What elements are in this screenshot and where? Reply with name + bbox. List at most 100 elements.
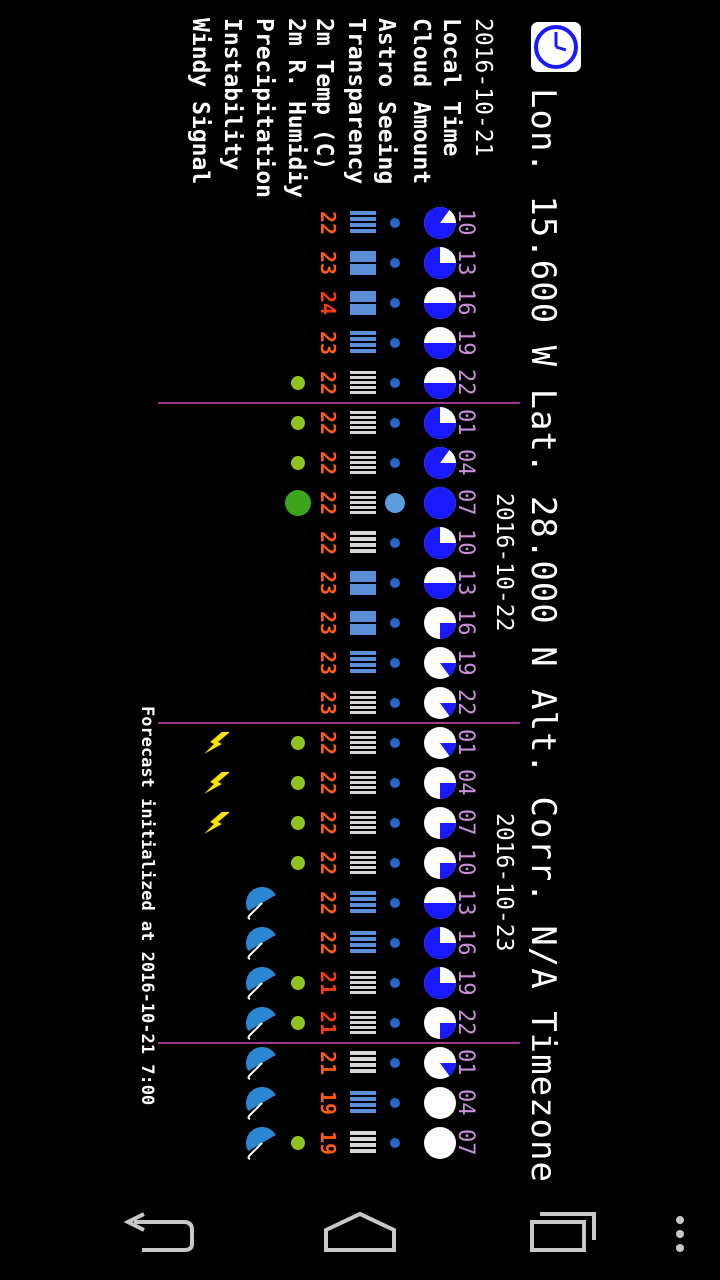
row-label-windy-signal: Windy Signal bbox=[187, 18, 213, 185]
transparency-bars bbox=[350, 491, 376, 515]
row-label-precipitation: Precipitation bbox=[251, 18, 277, 199]
transparency-bar bbox=[350, 264, 376, 275]
transparency-bar bbox=[350, 376, 376, 379]
cloud-amount-pie bbox=[424, 407, 456, 439]
temperature-cell: 22 bbox=[316, 451, 340, 476]
temperature-cell: 24 bbox=[316, 291, 340, 316]
temperature-cell: 22 bbox=[316, 771, 340, 796]
cloud-amount-pie bbox=[424, 327, 456, 359]
humidity-dot bbox=[291, 856, 305, 870]
transparency-bar bbox=[350, 501, 376, 504]
transparency-bars bbox=[350, 371, 376, 395]
transparency-bar bbox=[350, 741, 376, 744]
transparency-bar bbox=[350, 981, 376, 984]
cloud-amount-pie bbox=[424, 367, 456, 399]
temperature-cell: 21 bbox=[316, 1051, 340, 1076]
lightning-bolt-icon bbox=[204, 772, 230, 794]
transparency-bar bbox=[350, 381, 376, 384]
transparency-bars bbox=[350, 451, 376, 475]
transparency-bar bbox=[350, 943, 376, 947]
transparency-bars bbox=[350, 691, 376, 715]
temperature-cell: 23 bbox=[316, 691, 340, 716]
transparency-bar bbox=[350, 949, 376, 953]
temperature-cell: 22 bbox=[316, 931, 340, 956]
cloud-amount-pie bbox=[424, 807, 456, 839]
cloud-amount-pie bbox=[424, 247, 456, 279]
transparency-bar bbox=[350, 1057, 376, 1061]
humidity-dot bbox=[291, 1016, 305, 1030]
transparency-bar bbox=[350, 1051, 376, 1055]
cloud-amount-pie bbox=[424, 927, 456, 959]
humidity-dot bbox=[291, 376, 305, 390]
transparency-bar bbox=[350, 343, 376, 347]
cloud-amount-pie bbox=[424, 1087, 456, 1119]
transparency-bar bbox=[350, 331, 376, 335]
astro-seeing-dot bbox=[390, 1018, 400, 1028]
row-label-humidity: 2m R. Humidiy bbox=[283, 18, 309, 199]
temperature-cell: 22 bbox=[316, 891, 340, 916]
cloud-amount-pie bbox=[424, 447, 456, 479]
forecast-note: Forecast initialized at 2016-10-21 7:00 bbox=[137, 706, 157, 1106]
transparency-bar bbox=[350, 1021, 376, 1024]
row-label-transparency: Transparency bbox=[343, 18, 369, 185]
transparency-bar bbox=[350, 496, 376, 499]
back-arrow-icon[interactable] bbox=[108, 1194, 208, 1264]
temperature-cell: 23 bbox=[316, 571, 340, 596]
transparency-bars bbox=[350, 851, 376, 875]
cloud-amount-pie bbox=[424, 687, 456, 719]
day-date-label: 2016-10-23 bbox=[491, 813, 517, 952]
transparency-bars bbox=[350, 731, 376, 755]
transparency-bar bbox=[350, 781, 376, 784]
transparency-bar bbox=[350, 786, 376, 789]
system-nav-bar bbox=[0, 1180, 720, 1280]
transparency-bars bbox=[350, 891, 376, 915]
first-date-label: 2016-10-21 bbox=[470, 18, 496, 157]
astro-seeing-dot bbox=[390, 778, 400, 788]
transparency-bar bbox=[350, 991, 376, 994]
transparency-bar bbox=[350, 866, 376, 869]
transparency-bars bbox=[350, 611, 376, 635]
transparency-bars bbox=[350, 1011, 376, 1035]
transparency-bar bbox=[350, 651, 376, 655]
transparency-bar bbox=[350, 976, 376, 979]
temperature-cell: 22 bbox=[316, 851, 340, 876]
transparency-bars bbox=[350, 771, 376, 795]
row-label-local-time: Local Time bbox=[438, 18, 464, 157]
transparency-bar bbox=[350, 903, 376, 907]
astro-seeing-dot bbox=[390, 738, 400, 748]
clock-icon[interactable] bbox=[531, 22, 581, 72]
home-icon[interactable] bbox=[310, 1194, 410, 1264]
cloud-amount-pie bbox=[424, 607, 456, 639]
transparency-bar bbox=[350, 461, 376, 464]
transparency-bars bbox=[350, 811, 376, 835]
transparency-bar bbox=[350, 826, 376, 829]
cloud-amount-pie bbox=[424, 767, 456, 799]
transparency-bar bbox=[350, 426, 376, 429]
transparency-bar bbox=[350, 511, 376, 514]
transparency-bar bbox=[350, 217, 376, 221]
transparency-bar bbox=[350, 1137, 376, 1141]
forecast-panel: Lon. 15.600 W Lat. 28.000 N Alt. Corr. N… bbox=[120, 0, 720, 1269]
temperature-cell: 22 bbox=[316, 731, 340, 756]
astro-seeing-dot bbox=[390, 1058, 400, 1068]
recent-apps-icon[interactable] bbox=[512, 1194, 612, 1264]
transparency-bar bbox=[350, 831, 376, 834]
astro-seeing-dot bbox=[390, 978, 400, 988]
transparency-bar bbox=[350, 657, 376, 661]
astro-seeing-dot bbox=[390, 658, 400, 668]
overflow-menu-icon[interactable] bbox=[650, 1194, 710, 1264]
cloud-amount-pie bbox=[424, 1007, 456, 1039]
lightning-bolt-icon bbox=[204, 732, 230, 754]
umbrella-icon bbox=[246, 1087, 276, 1120]
transparency-bar bbox=[350, 416, 376, 419]
transparency-bar bbox=[350, 491, 376, 494]
transparency-bar bbox=[350, 291, 376, 302]
transparency-bar bbox=[350, 371, 376, 374]
transparency-bars bbox=[350, 931, 376, 955]
transparency-bar bbox=[350, 1011, 376, 1014]
cloud-amount-pie bbox=[424, 1127, 456, 1159]
temperature-cell: 22 bbox=[316, 371, 340, 396]
humidity-dot bbox=[291, 1136, 305, 1150]
cloud-amount-pie bbox=[424, 647, 456, 679]
transparency-bar bbox=[350, 611, 376, 622]
